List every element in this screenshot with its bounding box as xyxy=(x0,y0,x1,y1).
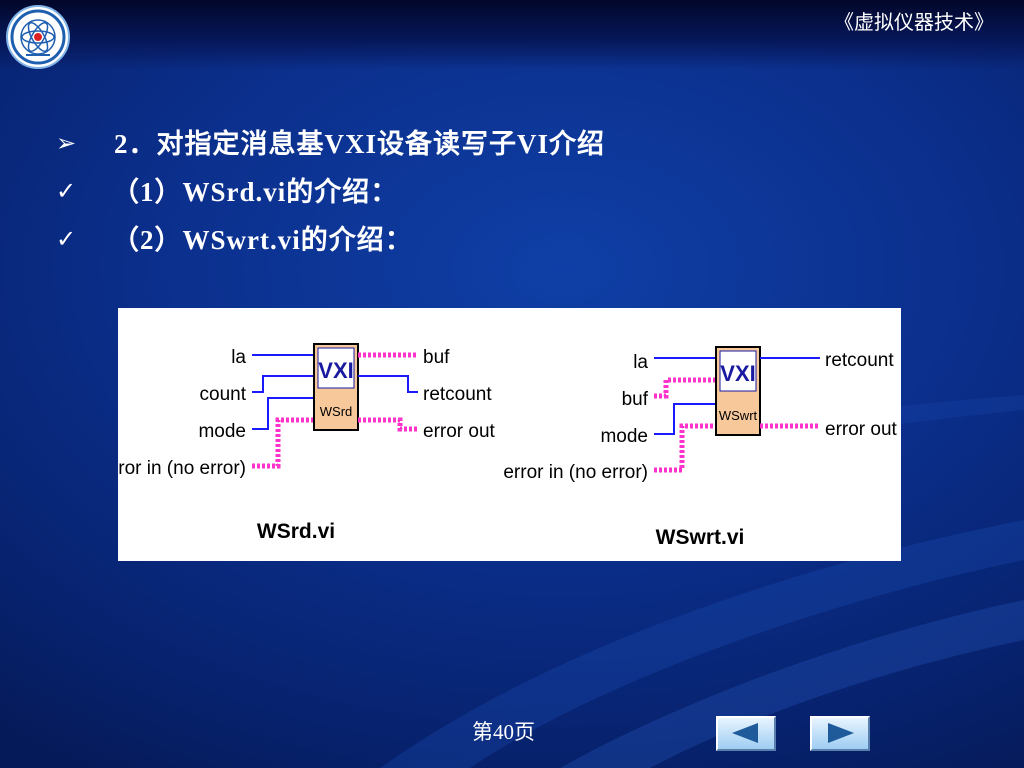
wswrt-output-label: error out xyxy=(825,419,898,440)
wsrd-input-label: error in (no error) xyxy=(118,458,246,479)
check-bullet-icon: ✓ xyxy=(56,225,77,253)
wsrd-output-label: error out xyxy=(423,421,496,442)
wsrd-output-label: buf xyxy=(423,347,450,368)
wsrd-icon-vxi: VXI xyxy=(318,358,353,383)
check-bullet-icon: ✓ xyxy=(56,177,77,205)
bullet-text: （1）WSrd.vi的介绍： xyxy=(112,177,399,207)
wsrd-diagram: la count mode error in (no error) VXI WS… xyxy=(118,343,496,543)
header-band xyxy=(0,0,1024,70)
bullet-text: （2）WSwrt.vi的介绍： xyxy=(112,225,413,255)
wswrt-input-label: error in (no error) xyxy=(503,462,648,483)
previous-slide-button[interactable] xyxy=(716,716,776,751)
wswrt-diagram: la buf mode error in (no error) VXI WSwr… xyxy=(503,346,898,549)
arrow-bullet-icon: ➢ xyxy=(56,129,77,157)
triangle-left-icon xyxy=(732,723,758,743)
wswrt-output-label: retcount xyxy=(825,350,894,371)
wswrt-caption: WSwrt.vi xyxy=(656,526,745,549)
wswrt-input-label: buf xyxy=(622,389,649,410)
next-slide-button[interactable] xyxy=(810,716,870,751)
wsrd-caption: WSrd.vi xyxy=(257,520,335,543)
wsrd-input-label: count xyxy=(200,384,247,405)
vi-connector-figure: la count mode error in (no error) VXI WS… xyxy=(118,308,901,561)
wswrt-icon-name: WSwrt xyxy=(719,408,758,423)
wsrd-output-label: retcount xyxy=(423,384,492,405)
wsrd-input-label: mode xyxy=(198,421,246,442)
course-title: 《虚拟仪器技术》 xyxy=(834,12,994,34)
bullet-text: 2．对指定消息基VXI设备读写子VI介绍 xyxy=(114,129,606,159)
wswrt-icon-vxi: VXI xyxy=(720,361,755,386)
wswrt-input-label: la xyxy=(633,352,648,373)
triangle-right-icon xyxy=(828,723,854,743)
university-seal-logo xyxy=(6,5,70,69)
wsrd-icon-name: WSrd xyxy=(320,404,353,419)
page-number: 第40页 xyxy=(472,720,535,744)
wswrt-input-label: mode xyxy=(600,426,648,447)
wsrd-input-label: la xyxy=(231,347,246,368)
